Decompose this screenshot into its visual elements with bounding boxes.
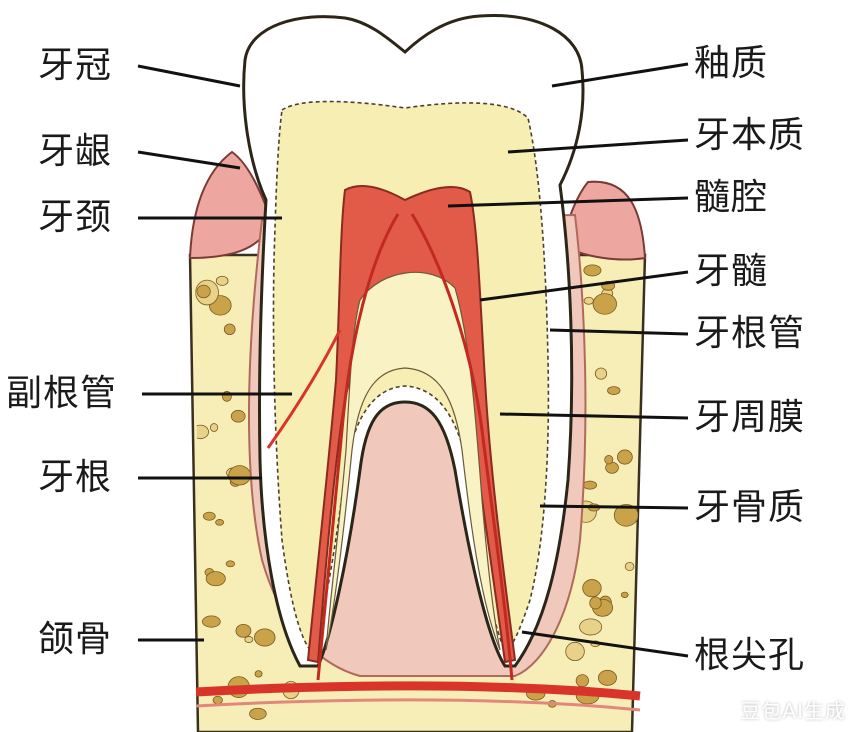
bone-pore — [215, 275, 229, 286]
bone-pore — [202, 511, 216, 521]
bone-pore — [230, 409, 246, 423]
bone-pore — [597, 669, 617, 686]
label-jawbone: 颌骨 — [38, 619, 113, 660]
label-cementum: 牙骨质 — [694, 487, 806, 528]
bone-pore — [579, 618, 603, 636]
label-root: 牙根 — [38, 457, 113, 498]
bone-pore — [592, 293, 617, 315]
bone-pore — [196, 284, 211, 299]
label-root-canal: 牙根管 — [694, 313, 806, 354]
label-gum: 牙龈 — [38, 131, 113, 172]
accessory-canal-branch — [266, 329, 342, 449]
bone-pore — [205, 571, 226, 587]
bone-pore — [254, 628, 276, 647]
bone-pore — [228, 465, 251, 486]
bone-pore — [620, 591, 629, 598]
label-periodontal-membrane: 牙周膜 — [694, 397, 806, 438]
bone-pore — [209, 423, 219, 432]
bone-pore — [249, 707, 267, 720]
bone-pore — [607, 386, 621, 395]
label-enamel: 釉质 — [694, 43, 769, 84]
bone-pore — [582, 579, 602, 598]
bone-pore — [212, 695, 223, 705]
jaw-blood-vessel — [195, 681, 641, 701]
watermark: 豆包AI生成 — [740, 699, 846, 723]
label-pulp-chamber: 髓腔 — [694, 177, 769, 218]
gum-left — [188, 150, 274, 260]
bone-pore — [583, 264, 602, 277]
bone-pore — [616, 449, 633, 465]
label-accessory-canal: 副根管 — [6, 373, 118, 414]
label-dentin: 牙本质 — [694, 115, 806, 156]
label-crown: 牙冠 — [38, 45, 113, 86]
bone-pore — [589, 596, 602, 610]
label-neck: 牙颈 — [38, 197, 113, 238]
bone-pore — [575, 674, 589, 688]
bone-pore — [565, 641, 585, 662]
label-pulp: 牙髓 — [694, 251, 769, 292]
bone-pore — [254, 670, 263, 678]
bone-pore — [624, 561, 635, 571]
bone-pore — [223, 323, 236, 336]
leader-lines-left — [137, 64, 292, 642]
bone-pore — [202, 615, 221, 628]
bone-pore — [215, 519, 225, 526]
label-apical-foramen: 根尖孔 — [694, 635, 806, 676]
bone-pore — [582, 480, 598, 490]
bone-pore — [244, 636, 254, 643]
bone-pore — [225, 560, 235, 568]
bone-pore — [604, 455, 614, 465]
bone-pore — [235, 623, 252, 638]
bone-pore — [583, 296, 594, 305]
bone-pore — [594, 367, 608, 380]
leader-lines-right — [447, 62, 689, 658]
